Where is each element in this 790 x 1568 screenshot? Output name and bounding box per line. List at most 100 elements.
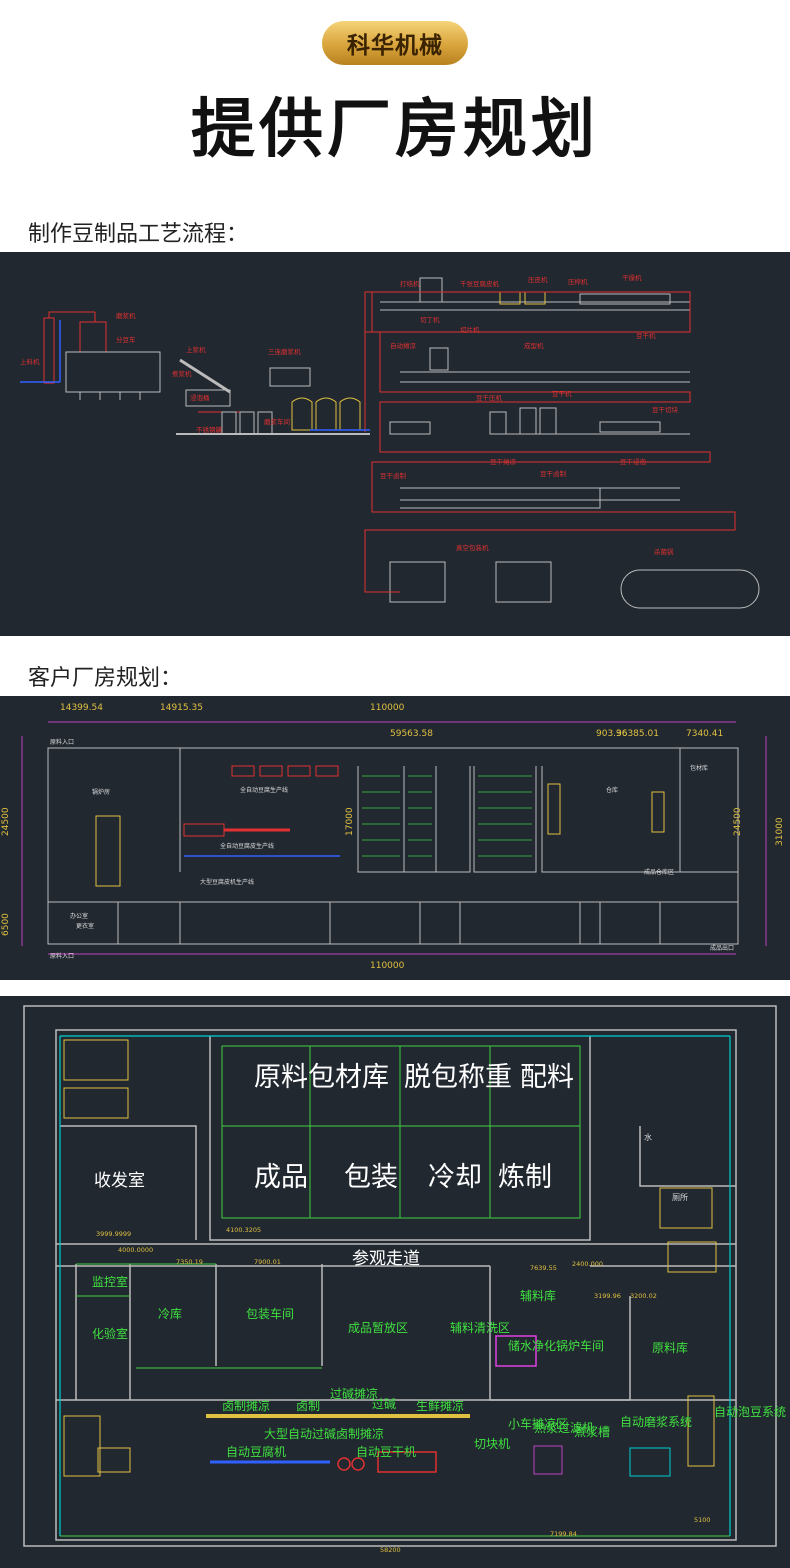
office: 办公室 xyxy=(70,912,88,920)
boiler-room: 锅炉房 xyxy=(92,788,110,796)
dim-j: 58200 xyxy=(380,1546,401,1554)
dim-d2: 14915.35 xyxy=(160,703,203,713)
label-l21: 豆干摊凉 xyxy=(490,457,517,466)
label-l19: 豆干切块 xyxy=(652,405,679,414)
label-l10: 切丁机 xyxy=(420,315,440,324)
label-l3: 分豆车 xyxy=(116,335,136,344)
label-l12: 干燥机 xyxy=(622,273,642,282)
label-l14: 千张豆腐皮机 xyxy=(460,279,500,288)
brand-badge: 科华机械 xyxy=(322,21,468,65)
label-l22: 豆干浸泡 xyxy=(620,457,647,466)
zone-corridor: 参观走道 xyxy=(352,1249,420,1269)
label-l26: 磨浆车间 xyxy=(264,417,290,426)
dim-d1: 14399.54 xyxy=(60,703,103,713)
grinder: 自动磨浆系统 xyxy=(620,1414,692,1429)
label-l20b: 豆干卤制 xyxy=(540,469,567,478)
dim-b: 4000.0000 xyxy=(118,1246,153,1254)
dim-mid: 17000 xyxy=(345,807,355,836)
big-line: 大型自动过碱卤制摊凉 xyxy=(264,1426,384,1441)
zone-cold: 冷库 xyxy=(158,1306,182,1321)
label-l17: 豆干机 xyxy=(636,331,656,340)
label-l6: 三连磨浆机 xyxy=(268,347,301,356)
line-brine: 卤制摊凉 xyxy=(222,1398,270,1413)
zone-monitor: 监控室 xyxy=(92,1274,128,1289)
label-l4: 浸泡桶 xyxy=(190,393,210,402)
dim-e: 7900.01 xyxy=(254,1258,281,1266)
label-l17b: 豆干机 xyxy=(552,389,572,398)
line2: 全自动豆腐皮生产线 xyxy=(220,842,274,850)
changing-room: 更衣室 xyxy=(76,922,94,930)
zone-cook: 炼制 xyxy=(498,1162,552,1193)
zone-aux-store: 辅料库 xyxy=(520,1288,556,1303)
line1: 全自动豆腐生产线 xyxy=(240,786,288,794)
dim-d3: 59563.58 xyxy=(390,729,433,739)
zone-cool: 冷却 xyxy=(428,1162,482,1193)
boil-tank: 煮浆槽 xyxy=(574,1424,610,1439)
label-l7: 上浆机 xyxy=(186,345,206,354)
label-l20: 豆干卤制 xyxy=(380,471,407,480)
dim-bottom: 110000 xyxy=(370,961,405,971)
label-l8: 不锈钢罐 xyxy=(196,425,223,434)
dim-d6: 7340.41 xyxy=(686,729,723,739)
label-l2: 上料机 xyxy=(20,357,40,366)
label-l9: 压榨机 xyxy=(568,277,588,286)
zone-lab: 化验室 xyxy=(92,1326,128,1341)
dim-right-a: 24500 xyxy=(733,807,743,836)
cutter: 切块机 xyxy=(474,1437,510,1451)
dim-a: 3999.9999 xyxy=(96,1230,131,1238)
dim-h: 3199.96 xyxy=(594,1292,621,1300)
dim-g: 2400.000 xyxy=(572,1260,603,1268)
toilet: 厕所 xyxy=(672,1192,688,1202)
storage: 仓库 xyxy=(606,786,618,794)
water: 水 xyxy=(644,1132,652,1142)
exit-br: 成品出口 xyxy=(710,944,734,952)
zone-aux-wash: 辅料清洗区 xyxy=(450,1321,510,1335)
dry-machine: 自动豆干机 xyxy=(356,1445,416,1459)
line-fresh: 生鲜摊凉 xyxy=(416,1398,464,1413)
zone-product: 成品 xyxy=(254,1162,308,1193)
label-l5: 煮浆机 xyxy=(172,369,192,378)
dim-l: 5100 xyxy=(694,1516,711,1524)
dim-d4: 903.96 xyxy=(596,729,628,739)
label-l11: 切片机 xyxy=(460,325,480,334)
zone-raw-store: 原料库 xyxy=(652,1340,688,1355)
dim-k: 7199.84 xyxy=(550,1530,577,1538)
finished-area: 成品仓库区 xyxy=(644,868,674,876)
label-l1: 磨浆机 xyxy=(116,311,136,320)
material-store: 包材库 xyxy=(690,764,708,772)
zone-raw: 原料包材库 xyxy=(254,1062,389,1093)
zone-staging: 成品暂放区 xyxy=(348,1320,408,1335)
zone-unpack: 脱包称重 xyxy=(404,1062,512,1093)
dim-right-b: 31000 xyxy=(775,817,785,846)
dim-top: 110000 xyxy=(370,703,405,713)
zone-water-boiler: 储水净化锅炉车间 xyxy=(508,1338,604,1353)
label-l23: 真空包装机 xyxy=(456,543,489,552)
dim-f: 7639.55 xyxy=(530,1264,557,1272)
line-brine2: 卤制 xyxy=(296,1399,320,1413)
entrance-tl: 原料入口 xyxy=(50,738,74,746)
line3: 大型豆腐皮机生产线 xyxy=(200,878,254,886)
label-l13: 打结机 xyxy=(400,279,420,288)
label-l24: 杀菌锅 xyxy=(654,547,674,556)
soak: 自动泡豆系统 xyxy=(714,1405,786,1419)
dim-d: 7350.19 xyxy=(176,1258,203,1266)
label-l15: 压皮机 xyxy=(528,275,548,284)
label-l16: 成型机 xyxy=(524,341,544,350)
filter: 熟浆过滤机 xyxy=(534,1420,594,1435)
factory-plan-overview: 14399.54 14915.35 110000 59563.58 903.96… xyxy=(0,696,790,980)
dim-c: 4100.3205 xyxy=(226,1226,261,1234)
entrance-bl: 原料入口 xyxy=(50,952,74,960)
zone-receive: 收发室 xyxy=(94,1171,145,1191)
process-flow-diagram: 磨浆机 分豆车 上料机 上浆机 煮浆机 浸泡桶 三连磨浆机 不锈钢罐 磨浆车间 xyxy=(0,252,790,636)
zone-pack-room: 包装车间 xyxy=(246,1306,294,1321)
zone-mix: 配料 xyxy=(520,1062,574,1093)
process-section-label: 制作豆制品工艺流程： xyxy=(28,222,249,247)
dim-left-b: 6500 xyxy=(1,913,11,936)
plan-section-label: 客户厂房规划： xyxy=(28,666,183,691)
line-alkali2: 过碱 xyxy=(372,1397,396,1411)
tofu-machine: 自动豆腐机 xyxy=(226,1444,286,1459)
page-title: 提供厂房规划 xyxy=(191,93,599,167)
dim-left-a: 24500 xyxy=(1,807,11,836)
dim-i: 3200.02 xyxy=(630,1292,657,1300)
line-alkali: 过碱摊凉 xyxy=(330,1386,378,1401)
